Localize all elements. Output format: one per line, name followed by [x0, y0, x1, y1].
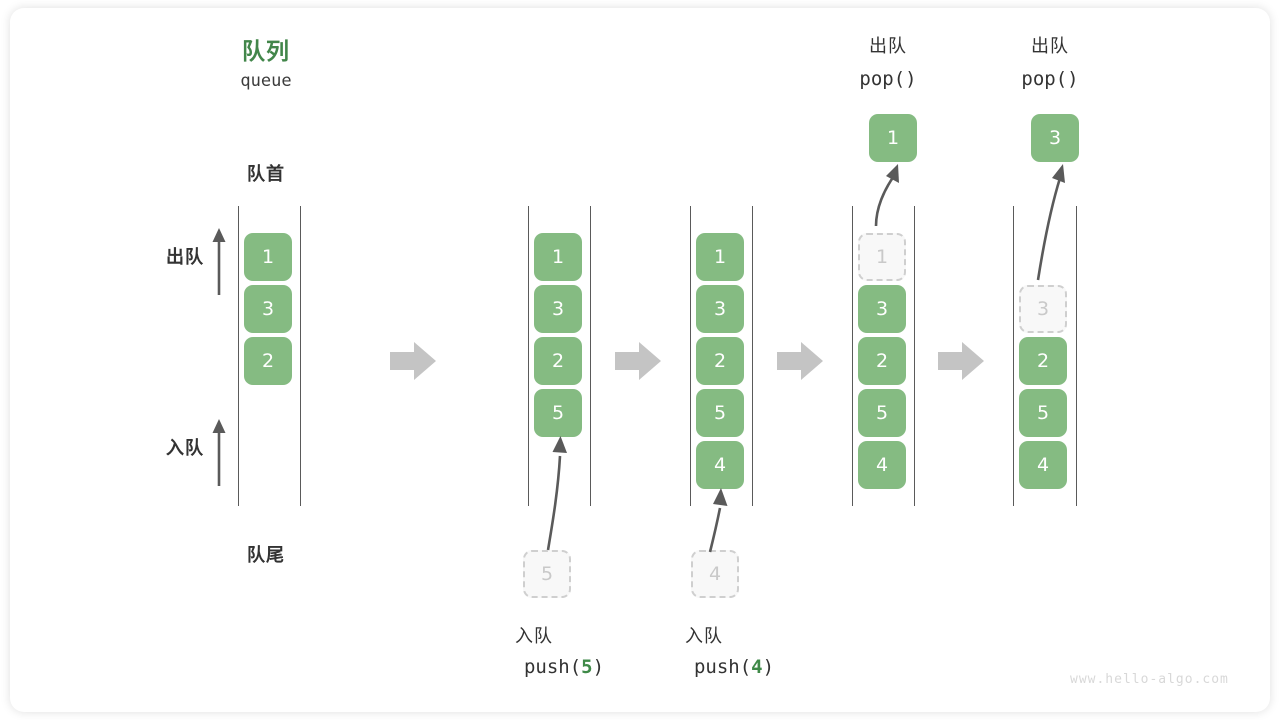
rail-left-2 [528, 206, 529, 506]
queue-cell: 5 [1019, 389, 1067, 437]
push-caption-cn: 入队 [685, 626, 723, 647]
rail-left-5 [1013, 206, 1014, 506]
queue-cell: 4 [858, 441, 906, 489]
rail-left-4 [852, 206, 853, 506]
push-code-prefix: push( [693, 656, 752, 678]
queue-cell: 1 [244, 233, 292, 281]
push-arrow-icon [546, 436, 567, 551]
rail-right-5 [1076, 206, 1077, 506]
dequeue-label: 出队 [166, 247, 204, 268]
rail-left-3 [690, 206, 691, 506]
push-caption-code: push(5) [479, 656, 649, 678]
rail-right-1 [300, 206, 301, 506]
front-label: 队首 [247, 164, 285, 185]
page-title-cn: 队列 [242, 39, 290, 65]
watermark: www.hello-algo.com [1070, 672, 1229, 687]
queue-cell: 2 [858, 337, 906, 385]
push-code-suffix: ) [592, 656, 605, 678]
queue-cell: 1 [534, 233, 582, 281]
push-caption-cn: 入队 [515, 626, 553, 647]
pop-caption-code: pop() [1021, 68, 1079, 90]
rail-right-3 [752, 206, 753, 506]
queue-cell: 4 [1019, 441, 1067, 489]
push-code-suffix: ) [762, 656, 775, 678]
queue-cell: 2 [244, 337, 292, 385]
queue-cell: 2 [1019, 337, 1067, 385]
rear-label: 队尾 [247, 545, 285, 566]
queue-cell-new: 5 [534, 389, 582, 437]
step-transition-arrow-icon [390, 342, 436, 380]
push-arrow-icon [708, 488, 728, 553]
enqueue-arrow-icon [212, 419, 226, 486]
queue-cell: 1 [696, 233, 744, 281]
queue-cell: 2 [696, 337, 744, 385]
popped-cell: 3 [1031, 114, 1079, 162]
queue-cell-removed: 3 [1019, 285, 1067, 333]
pop-caption-code: pop() [859, 68, 917, 90]
enqueue-label: 入队 [166, 438, 204, 459]
page-title-en: queue [240, 71, 292, 91]
push-code-value: 5 [581, 656, 593, 678]
pop-caption-cn: 出队 [1031, 36, 1069, 57]
pop-arrow-icon [874, 164, 899, 227]
queue-cell-removed: 1 [858, 233, 906, 281]
rail-right-4 [914, 206, 915, 506]
rail-right-2 [590, 206, 591, 506]
rail-left-1 [238, 206, 239, 506]
pop-caption-cn: 出队 [869, 36, 907, 57]
push-caption-code: push(4) [649, 656, 819, 678]
incoming-ghost-cell: 4 [691, 550, 739, 598]
step-transition-arrow-icon [777, 342, 823, 380]
dequeue-arrow-icon [212, 228, 226, 295]
step-transition-arrow-icon [615, 342, 661, 380]
incoming-ghost-cell: 5 [523, 550, 571, 598]
push-code-value: 4 [751, 656, 763, 678]
queue-cell-new: 4 [696, 441, 744, 489]
queue-cell: 5 [696, 389, 744, 437]
queue-cell: 3 [696, 285, 744, 333]
queue-cell: 2 [534, 337, 582, 385]
queue-cell: 3 [858, 285, 906, 333]
push-code-prefix: push( [523, 656, 582, 678]
queue-cell: 3 [244, 285, 292, 333]
pop-arrow-icon [1036, 164, 1065, 281]
step-transition-arrow-icon [938, 342, 984, 380]
queue-cell: 3 [534, 285, 582, 333]
queue-cell: 5 [858, 389, 906, 437]
popped-cell: 1 [869, 114, 917, 162]
